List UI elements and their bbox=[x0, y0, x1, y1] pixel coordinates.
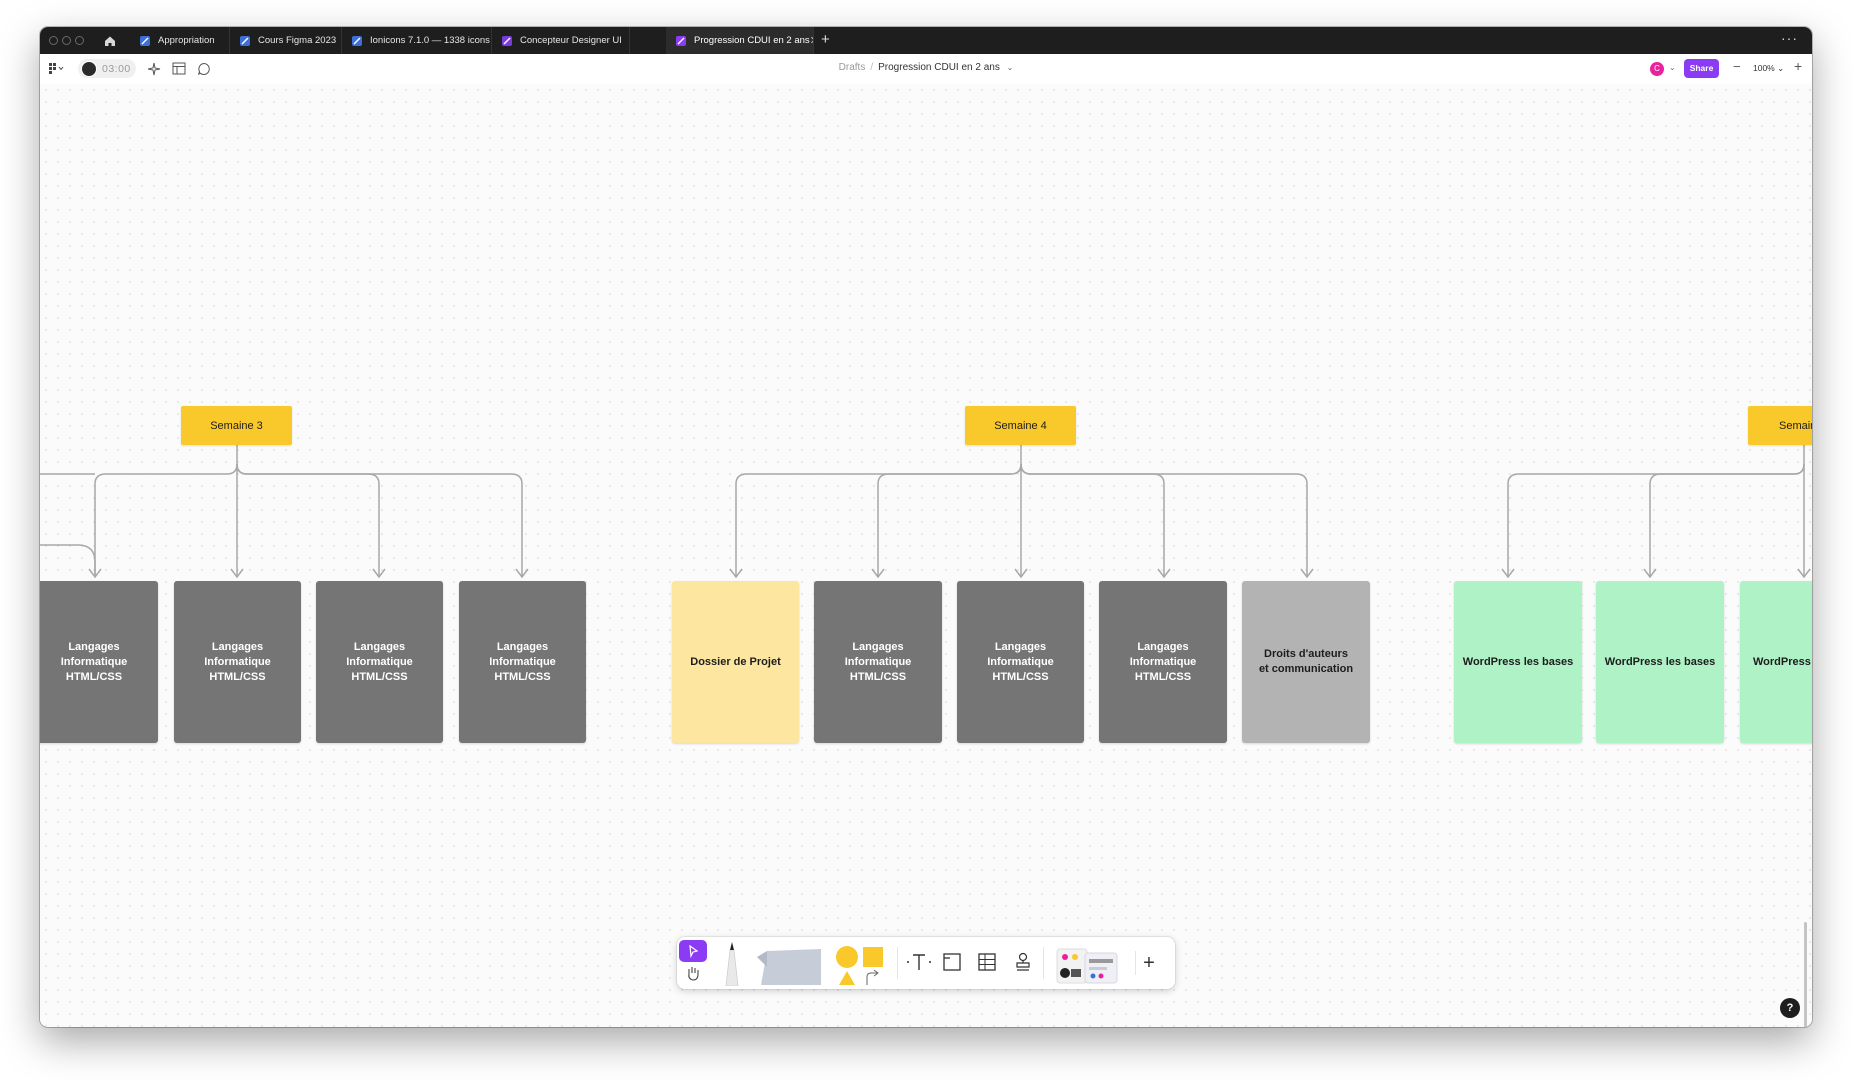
file-name[interactable]: Progression CDUI en 2 ans bbox=[878, 62, 1000, 73]
tab-ionicons[interactable]: Ionicons 7.1.0 — 1338 icons pack (C bbox=[342, 27, 492, 54]
figjam-file-icon bbox=[140, 35, 150, 46]
section-tool-icon[interactable] bbox=[942, 951, 962, 973]
figma-file-icon bbox=[352, 35, 362, 46]
stamp-tool-icon[interactable] bbox=[1013, 951, 1033, 973]
week-header-3[interactable]: Semaine 3 bbox=[181, 406, 292, 445]
card-langages-html-css[interactable]: Langages Informatique HTML/CSS bbox=[1099, 581, 1227, 743]
widgets-stickers-icon[interactable] bbox=[1051, 943, 1123, 987]
connector-line bbox=[1649, 463, 1805, 577]
tab-label: Concepteur Designer UI bbox=[520, 35, 622, 46]
zoom-value: 100% bbox=[1753, 63, 1775, 73]
figjam-file-icon bbox=[676, 35, 686, 46]
avatar bbox=[81, 60, 97, 77]
zoom-in-icon[interactable]: + bbox=[1794, 58, 1803, 74]
card-langages-html-css[interactable]: Langages Informatique HTML/CSS bbox=[814, 581, 942, 743]
figjam-file-icon bbox=[502, 35, 512, 46]
breadcrumb-separator: / bbox=[870, 62, 874, 73]
tab-label: Appropriation bbox=[158, 35, 215, 46]
breadcrumb-drafts[interactable]: Drafts bbox=[838, 62, 866, 73]
card-langages-html-css[interactable]: Langages Informatique HTML/CSS bbox=[459, 581, 586, 743]
arrowhead bbox=[230, 568, 244, 579]
window-maximize-button[interactable] bbox=[75, 36, 84, 45]
marker-pen-icon[interactable] bbox=[717, 940, 747, 986]
window-minimize-button[interactable] bbox=[62, 36, 71, 45]
creation-toolbar: + bbox=[677, 937, 1175, 989]
week-header-5[interactable]: Semaine 5 bbox=[1748, 406, 1812, 445]
connector-line bbox=[1020, 463, 1165, 577]
card-langages-html-css[interactable]: Langages Informatique HTML/CSS bbox=[40, 581, 158, 743]
arrowhead bbox=[372, 568, 386, 579]
tab-bar: Appropriation Cours Figma 2023 Ionicons … bbox=[40, 27, 1812, 54]
comment-icon[interactable] bbox=[197, 62, 211, 76]
text-tool-icon[interactable] bbox=[905, 951, 933, 973]
arrowhead bbox=[871, 568, 885, 579]
cursor-arrow-icon bbox=[689, 944, 699, 959]
hand-tool-icon[interactable] bbox=[684, 964, 702, 982]
arrowhead bbox=[1643, 568, 1657, 579]
arrowhead bbox=[1014, 568, 1028, 579]
connector-bar bbox=[40, 544, 96, 577]
tab-progression-cdui[interactable]: Progression CDUI en 2 ans ✕ bbox=[666, 27, 814, 54]
table-tool-icon[interactable] bbox=[977, 951, 997, 973]
figjam-file-icon bbox=[240, 35, 250, 46]
connector-line bbox=[1507, 463, 1805, 577]
card-langages-html-css[interactable]: Langages Informatique HTML/CSS bbox=[174, 581, 301, 743]
tab-concepteur-designer[interactable]: Concepteur Designer UI bbox=[492, 27, 630, 54]
card-dossier-de-projet[interactable]: Dossier de Projet bbox=[672, 581, 799, 743]
card-langages-html-css[interactable]: Langages Informatique HTML/CSS bbox=[316, 581, 443, 743]
app-window: Appropriation Cours Figma 2023 Ionicons … bbox=[40, 27, 1812, 1027]
ai-sparkle-icon[interactable] bbox=[147, 62, 161, 76]
arrowhead bbox=[1797, 568, 1811, 579]
card-langages-html-css[interactable]: Langages Informatique HTML/CSS bbox=[957, 581, 1084, 743]
tab-appropriation[interactable]: Appropriation bbox=[130, 27, 230, 54]
help-button[interactable]: ? bbox=[1780, 998, 1800, 1018]
arrowhead bbox=[515, 568, 529, 579]
breadcrumb: Drafts / Progression CDUI en 2 ans ⌄ bbox=[40, 62, 1812, 73]
home-icon[interactable] bbox=[103, 34, 117, 48]
window-close-button[interactable] bbox=[49, 36, 58, 45]
connector-line bbox=[877, 463, 1022, 577]
more-tools-plus-icon[interactable]: + bbox=[1135, 951, 1162, 975]
connector-line bbox=[236, 463, 523, 577]
toolbar-divider bbox=[897, 947, 898, 979]
timer-value: 03:00 bbox=[102, 62, 131, 75]
zoom-out-icon[interactable]: − bbox=[1733, 59, 1741, 74]
avatar[interactable]: C bbox=[1650, 62, 1664, 76]
sticky-note-icon[interactable] bbox=[755, 943, 827, 987]
editor-toolbar: 03:00 Drafts / Progression CDUI en 2 ans ⌄… bbox=[40, 54, 1812, 85]
tab-cours-figma[interactable]: Cours Figma 2023 bbox=[230, 27, 342, 54]
main-menu-icon[interactable] bbox=[48, 62, 64, 75]
arrowhead bbox=[1157, 568, 1171, 579]
card-wordpress-bases[interactable]: WordPress les bases bbox=[1454, 581, 1582, 743]
tab-label: Progression CDUI en 2 ans bbox=[694, 35, 810, 46]
board-canvas[interactable]: Semaine 3 Semaine 4 Semaine 5 Langages I… bbox=[40, 84, 1812, 1027]
timer-widget[interactable]: 03:00 bbox=[78, 59, 136, 78]
card-wordpress-bases[interactable]: WordPress les bases bbox=[1740, 581, 1812, 743]
more-options-icon[interactable]: ··· bbox=[1781, 30, 1798, 46]
toolbar-divider bbox=[1043, 947, 1044, 979]
arrowhead bbox=[88, 568, 102, 579]
week-header-4[interactable]: Semaine 4 bbox=[965, 406, 1076, 445]
arrowhead bbox=[1300, 568, 1314, 579]
connector-line bbox=[236, 463, 380, 577]
share-button[interactable]: Share bbox=[1684, 59, 1719, 78]
card-droits-auteurs[interactable]: Droits d'auteurs et communication bbox=[1242, 581, 1370, 743]
new-tab-plus-icon[interactable]: + bbox=[821, 31, 830, 48]
shapes-tool-icon[interactable] bbox=[835, 945, 889, 989]
zoom-level[interactable]: 100% ⌄ bbox=[1753, 63, 1785, 73]
chevron-down-icon[interactable]: ⌄ bbox=[1669, 63, 1676, 72]
arrowhead bbox=[1501, 568, 1515, 579]
arrowhead bbox=[729, 568, 743, 579]
card-wordpress-bases[interactable]: WordPress les bases bbox=[1596, 581, 1724, 743]
tab-label: Cours Figma 2023 bbox=[258, 35, 337, 46]
connector-lines bbox=[40, 444, 1811, 579]
connector-line bbox=[1020, 463, 1308, 577]
vertical-scrollbar[interactable] bbox=[1804, 922, 1807, 1027]
tab-close-icon[interactable]: ✕ bbox=[810, 34, 813, 47]
tab-label: Ionicons 7.1.0 — 1338 icons pack (C bbox=[370, 35, 491, 46]
layout-panel-icon[interactable] bbox=[172, 62, 186, 75]
connector-line bbox=[94, 463, 238, 577]
chevron-down-icon[interactable]: ⌄ bbox=[1006, 63, 1014, 72]
select-tool[interactable] bbox=[679, 940, 707, 962]
